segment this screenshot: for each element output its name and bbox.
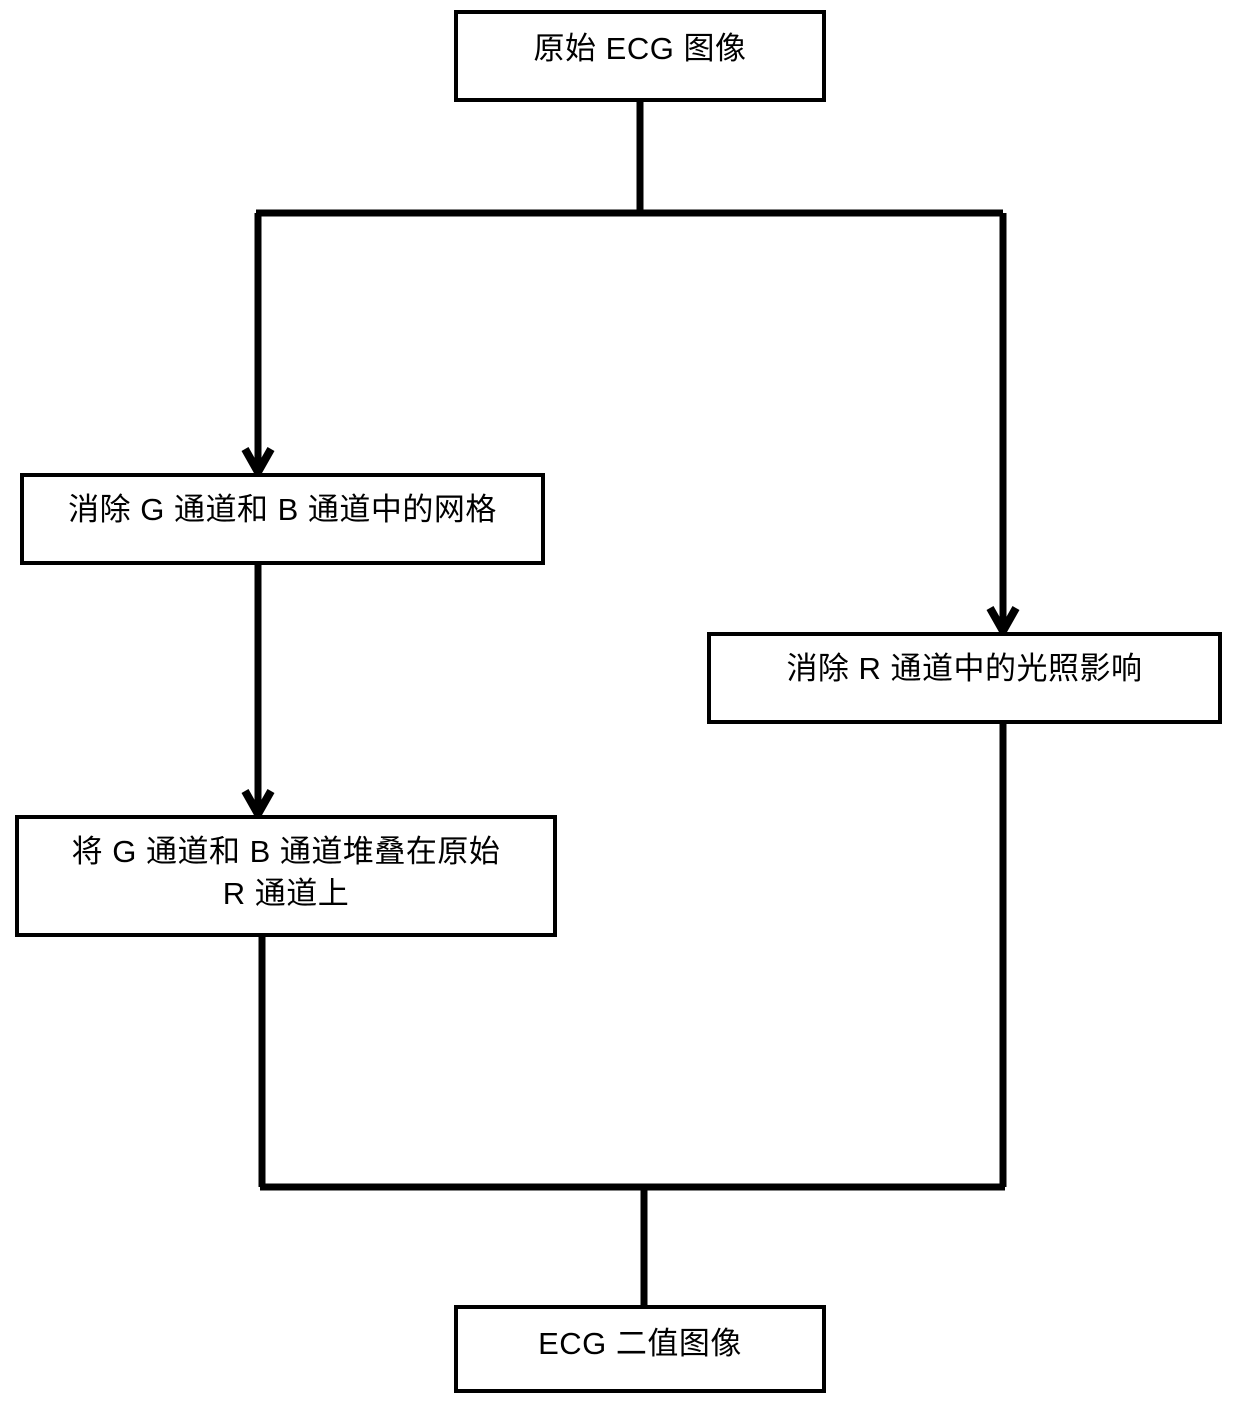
node-label-ecg-binary-image: ECG 二值图像 [538, 1326, 742, 1361]
node-label-remove-grid-gb-channels: 消除 G 通道和 B 通道中的网格 [68, 492, 497, 527]
node-ecg-binary-image[interactable]: ECG 二值图像 [454, 1305, 826, 1393]
arrowhead-remove-illumination [986, 606, 1020, 640]
node-original-ecg-image[interactable]: 原始 ECG 图像 [454, 10, 826, 102]
node-remove-illumination-r-channel[interactable]: 消除 R 通道中的光照影响 [707, 632, 1222, 724]
node-stack-gb-onto-r-channel[interactable]: 将 G 通道和 B 通道堆叠在原始 R 通道上 [15, 815, 557, 937]
node-label-remove-illumination-r-channel: 消除 R 通道中的光照影响 [786, 651, 1143, 686]
node-remove-grid-gb-channels[interactable]: 消除 G 通道和 B 通道中的网格 [20, 473, 545, 565]
arrowhead-stack-channels [241, 789, 275, 823]
arrowhead-remove-grid [241, 447, 275, 481]
node-label-original-ecg-image: 原始 ECG 图像 [533, 31, 747, 66]
node-label-stack-gb-onto-r-channel: 将 G 通道和 B 通道堆叠在原始 R 通道上 [71, 834, 501, 911]
